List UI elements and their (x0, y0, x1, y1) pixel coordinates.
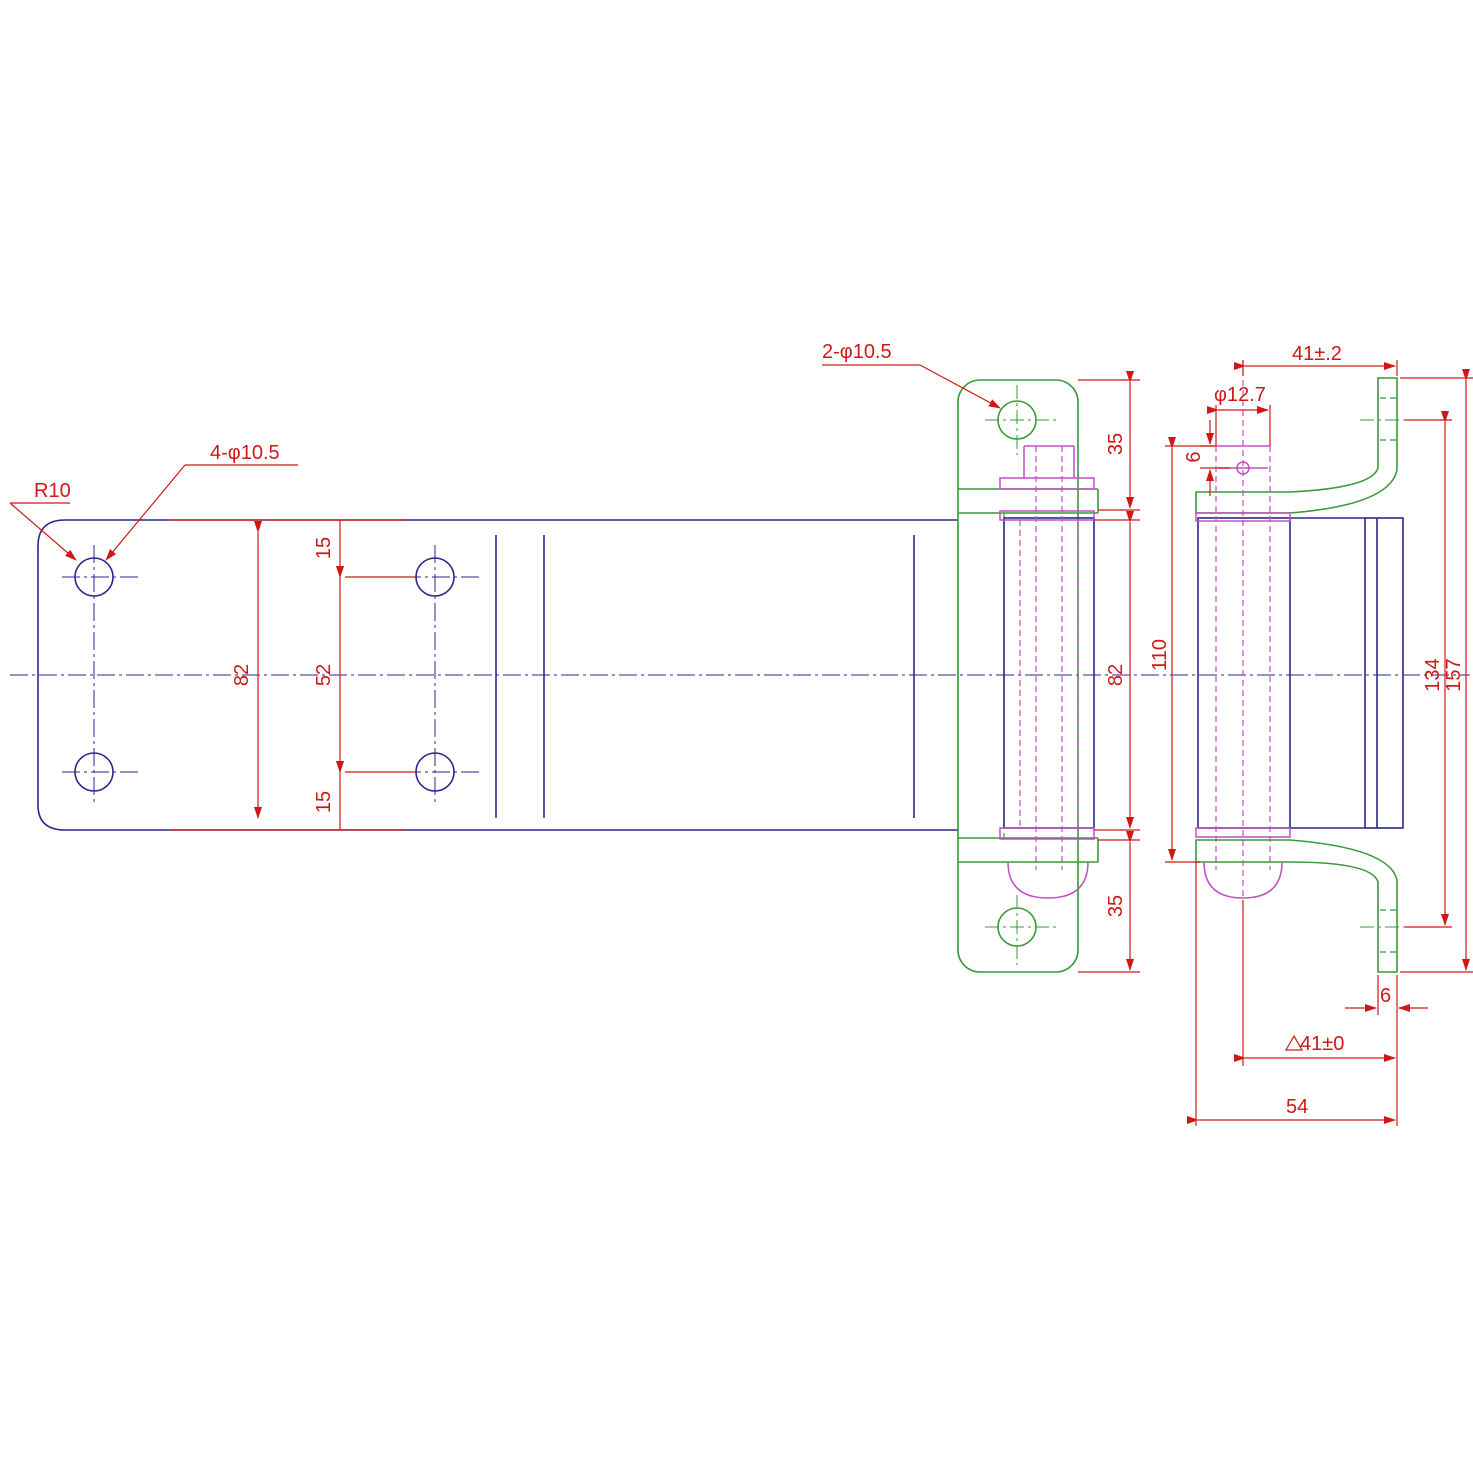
callout-radius: R10 (34, 480, 71, 502)
dim-inner-height: 134 (1422, 658, 1444, 691)
dim-flange-bottom: 35 (1105, 895, 1127, 917)
side-pin-head (1203, 861, 1283, 899)
dimensions: 82 15 52 15 R10 4-φ10.5 2-φ10.5 35 82 35 (9, 341, 1473, 1126)
dim-overall-width: 54 (1286, 1096, 1308, 1118)
dim-bottom-offset: 15 (313, 791, 335, 813)
flange-plate (957, 379, 1099, 973)
dim-width-bottom: 41±0 (1300, 1033, 1344, 1055)
hinge-leaf (10, 519, 1470, 831)
dim-left-height: 82 (231, 664, 253, 686)
callout-holes-flange: 2-φ10.5 (822, 341, 892, 363)
pin-washer (999, 477, 1095, 490)
flange-outline (957, 379, 1079, 973)
inspection-triangle-icon (1284, 1034, 1304, 1051)
side-bracket-bottom (1195, 839, 1398, 973)
pin-head (1007, 861, 1089, 899)
knuckle-outline (1003, 517, 1095, 829)
pin-washer (999, 827, 1095, 840)
callout-holes-left: 4-φ10.5 (210, 442, 280, 464)
side-bracket-top (1195, 377, 1398, 514)
dim-flange-top: 35 (1105, 433, 1127, 455)
dim-overall-height: 157 (1443, 658, 1465, 691)
side-leaf-edge (1364, 517, 1404, 829)
dim-hole-spacing: 52 (313, 664, 335, 686)
side-view (1195, 360, 1410, 973)
dim-width-top: 41±.2 (1292, 343, 1342, 365)
dim-top-offset: 15 (313, 537, 335, 559)
dim-thickness: 6 (1380, 985, 1391, 1007)
hinge-pin (999, 445, 1095, 899)
callout-pin-dia: φ12.7 (1214, 384, 1266, 406)
side-washer (1195, 827, 1291, 838)
side-knuckle (1197, 517, 1291, 829)
dim-side-height: 110 (1149, 639, 1171, 671)
dim-pin-offset: 6 (1183, 451, 1205, 462)
pin-washer (999, 510, 1095, 521)
dim-knuckle-height: 82 (1105, 664, 1127, 686)
